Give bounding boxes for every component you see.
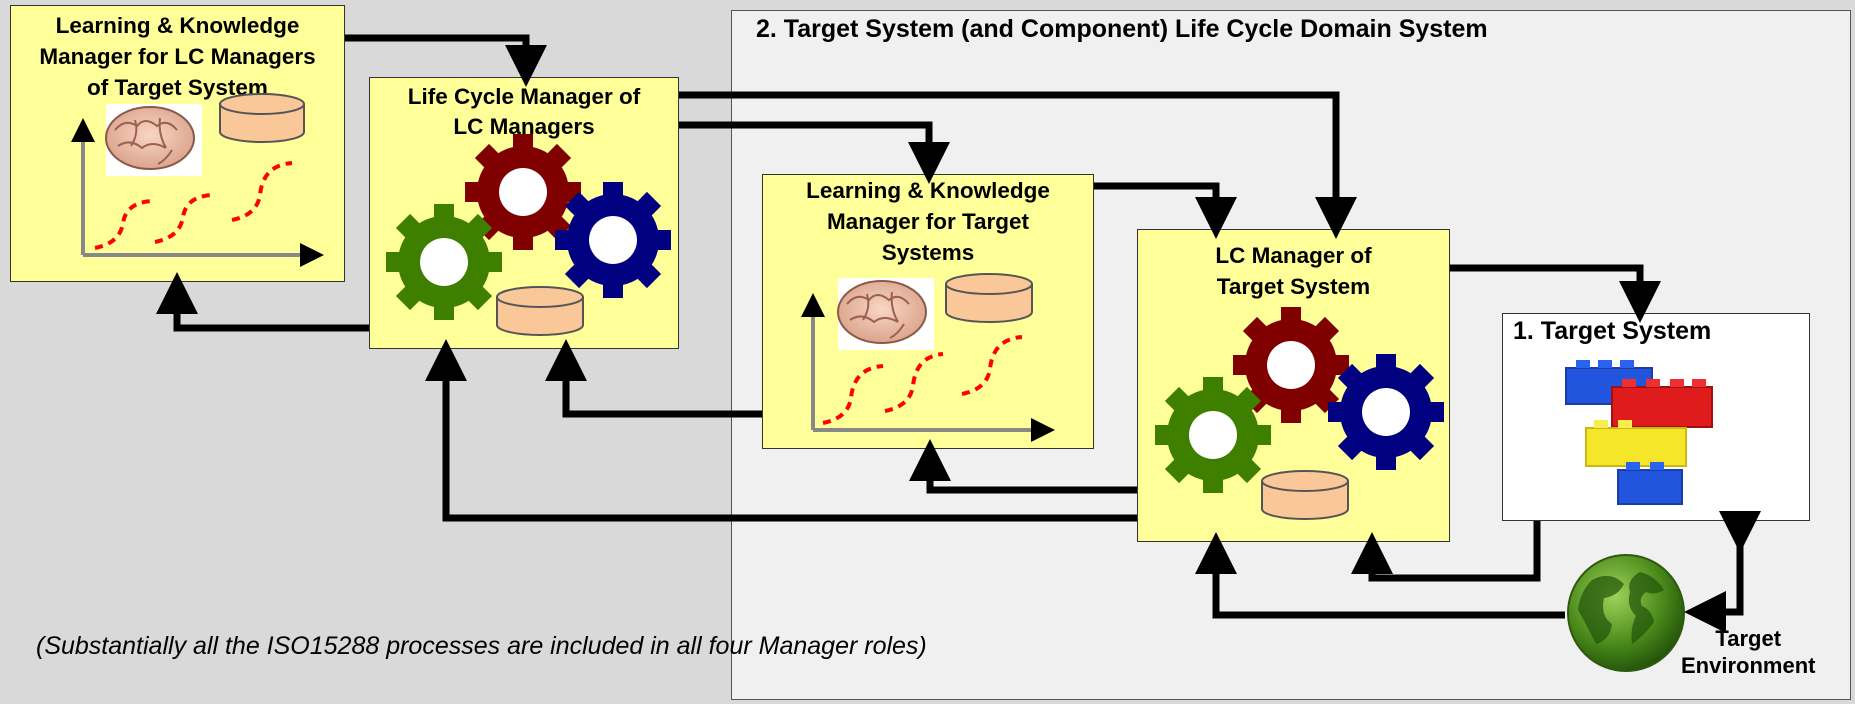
arrow-lcm-target-to-lcm: [425, 339, 1137, 522]
footnote: (Substantially all the ISO15288 processe…: [36, 632, 927, 660]
gear-icon-green: [1155, 377, 1271, 493]
connector-arrows: [156, 34, 1761, 633]
arrow-lcm-target-to-lk-target: [909, 439, 1137, 494]
brain-icon: [837, 278, 934, 350]
lk-manager-target-title: Learning & Knowledge Manager for Target …: [806, 178, 1050, 265]
learning-curve-chart-icon: [71, 118, 324, 267]
arrow-lk-target-to-lcm: [545, 339, 762, 418]
arrow-globe-to-lcm-target: [1195, 532, 1565, 619]
lcm-target-system-title: LC Manager of Target System: [1215, 243, 1372, 299]
gear-icon-blue: [1328, 354, 1444, 470]
gear-icon-green: [386, 204, 502, 320]
arrow-lcm-to-lk-target: [679, 121, 950, 184]
lego-bricks-icon: [1565, 360, 1713, 505]
arrow-target-to-globe: [1684, 511, 1761, 633]
arrow-lcm-to-lcm-target: [679, 91, 1357, 239]
globe-icon: [1567, 554, 1685, 672]
gear-icon-red: [465, 134, 581, 250]
arrow-target-to-lcm-target: [1351, 521, 1541, 582]
arrow-lk-to-lcm: [345, 34, 547, 87]
arrow-lcm-to-lk: [156, 272, 369, 332]
database-icon: [945, 273, 1033, 323]
domain-title: 2. Target System (and Component) Life Cy…: [756, 15, 1488, 43]
database-icon: [1261, 470, 1349, 520]
target-system-title: 1. Target System: [1513, 317, 1712, 345]
lcm-of-lc-managers-title: Life Cycle Manager of LC Managers: [407, 84, 641, 139]
database-icon: [496, 286, 584, 336]
gear-icon-red: [1233, 307, 1349, 423]
arrow-lcm-target-to-target: [1450, 264, 1661, 323]
arrow-lk-target-to-lcm-target: [1094, 182, 1237, 239]
database-icon: [219, 93, 305, 143]
target-environment-label: Target Environment: [1681, 626, 1816, 678]
learning-curve-chart-icon: [801, 293, 1055, 442]
gear-icon-blue: [555, 182, 671, 298]
brain-icon: [105, 104, 202, 176]
